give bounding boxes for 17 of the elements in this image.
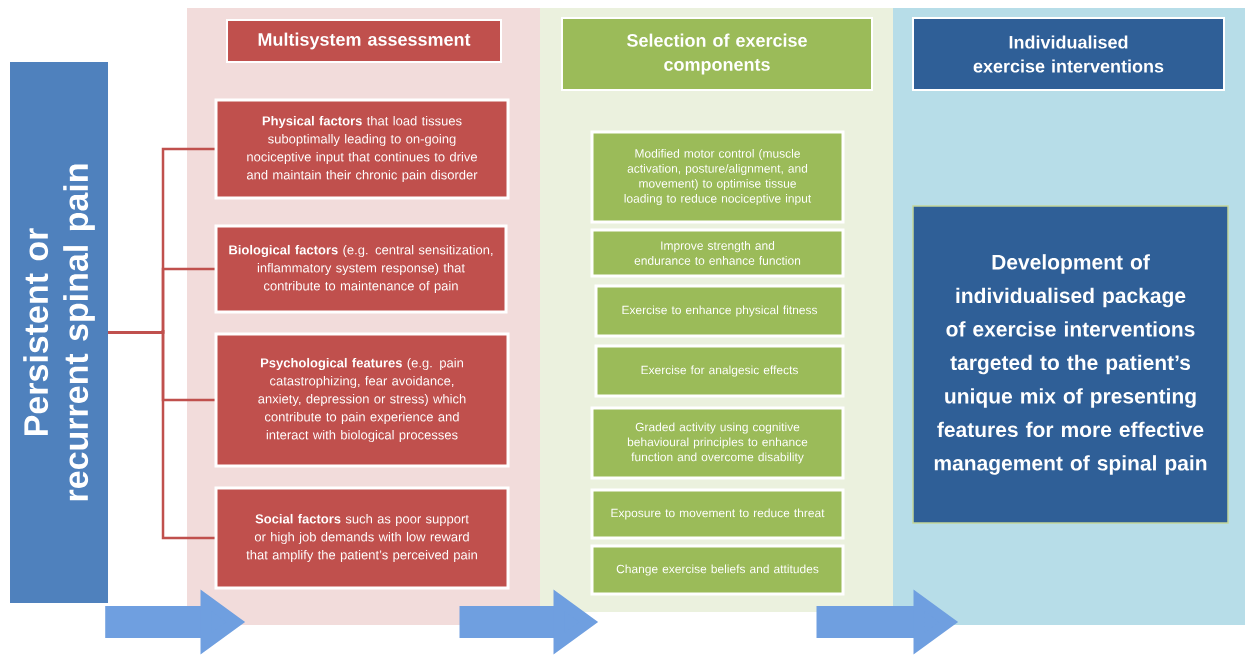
exercise-box: Graded activity using cognitive behavioural principles to enhance function and overcome disability [590,406,845,480]
connector [108,328,215,540]
title-box: Persistent or recurrent spinal pain [10,62,108,603]
exercise-box: Exercise to enhance physical fitness [594,284,845,338]
heading-box: Multisystem assessment [226,19,502,63]
exercise-box: Exposure to movement to reduce threat [590,488,845,540]
exercise-box: Improve strength and endurance to enhance function [590,228,845,278]
heading-box: Selection of exercise components [561,17,873,91]
factor-box: Physical factors that load tissues suboptimally leading to on-going nociceptive input that continues to drive and maintain their chronic pain disorder [214,98,510,200]
exercise-box: Change exercise beliefs and attitudes [590,544,845,596]
factor-box: Social factors such as poor support or high job demands with low reward that amplify the patient’s perceived pain [214,486,510,590]
heading-box: Individualised exercise interventions [912,17,1225,91]
factor-box: Psychological features (e.g. pain catastrophizing, fear avoidance, anxiety, depression or stress) which contribute to pain experience and interact with biological processes [214,332,510,468]
factor-box: Biological factors (e.g. central sensitization, inflammatory system response) that contribute to maintenance of pain [214,224,508,314]
outcome-box: Development of individualised package of exercise interventions targeted to the patient’s unique mix of presenting features for more effective management of spinal pain [912,205,1229,524]
exercise-box: Exercise for analgesic effects [594,344,845,398]
exercise-box: Modified motor control (muscle activation, posture/alignment, and movement) to optimise tissue loading to reduce nociceptive input [590,130,845,224]
